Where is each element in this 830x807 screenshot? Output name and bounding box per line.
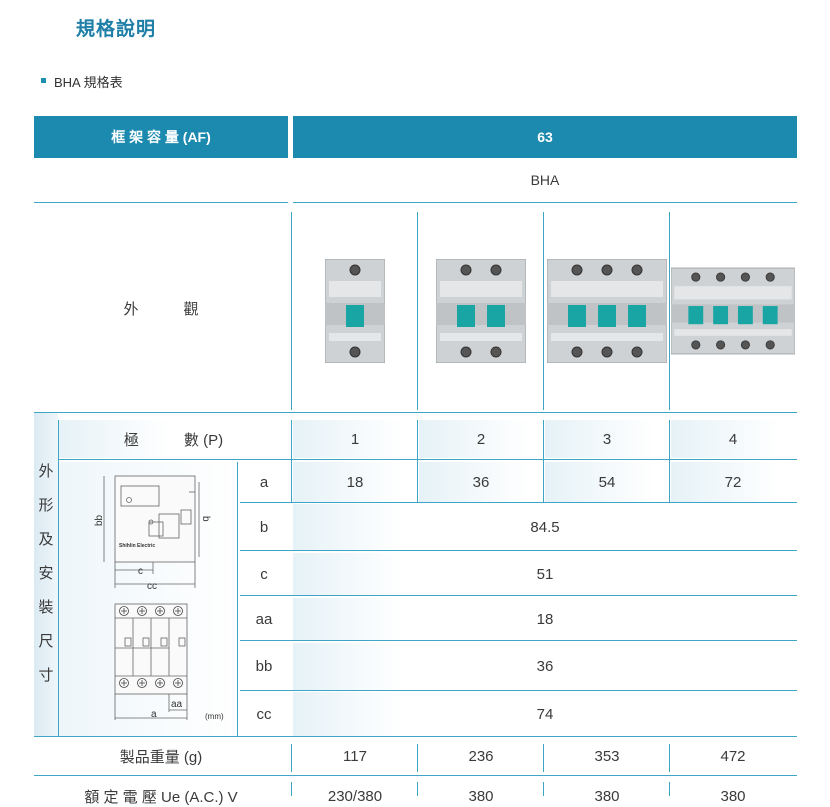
- dimension-aa-value: 18: [293, 598, 797, 640]
- row-divider: [59, 459, 797, 460]
- poles-value: 4: [671, 420, 795, 458]
- voltage-value: 380: [594, 787, 620, 805]
- weight-value: 117: [343, 747, 367, 765]
- dimension-a-value: 72: [671, 462, 795, 502]
- diagram-bb-label: bb: [94, 514, 105, 526]
- row-divider: [293, 202, 797, 203]
- row-divider: [240, 550, 797, 551]
- dimension-c-label: c: [260, 565, 268, 583]
- poles-value: 3: [545, 420, 669, 458]
- weight-value: 353: [594, 747, 620, 765]
- dimensions-label-char: 尺: [38, 633, 54, 650]
- dimension-aa-label: aa: [255, 610, 273, 628]
- weight-value: 472: [720, 747, 746, 765]
- dimension-b-value: 84.5: [293, 504, 797, 550]
- voltage-value: 380: [720, 787, 746, 805]
- row-divider: [34, 412, 797, 413]
- weight-value: 236: [468, 747, 494, 765]
- dimension-a-value: 36: [419, 462, 543, 502]
- diagram-unit: (mm): [205, 712, 224, 721]
- breaker-3p-image: [545, 212, 669, 410]
- column-divider: [58, 420, 59, 736]
- breaker-1p-image: [293, 212, 417, 410]
- column-divider: [543, 744, 544, 772]
- dimensions-label-char: 寸: [38, 667, 54, 684]
- dimension-diagram: Shihlin Electric bb b c cc: [59, 462, 237, 736]
- frame-capacity-header: 框 架 容 量 (AF): [34, 116, 288, 158]
- column-divider: [291, 782, 292, 796]
- column-divider: [291, 212, 292, 410]
- column-divider: [543, 212, 544, 410]
- column-divider: [543, 420, 544, 502]
- diagram-brand: Shihlin Electric: [119, 543, 155, 549]
- weight-label: 製品重量 (g): [119, 748, 203, 766]
- table-subtitle: BHA 規格表: [54, 75, 123, 90]
- dimension-c-value: 51: [293, 553, 797, 595]
- row-divider: [240, 690, 797, 691]
- column-divider: [291, 744, 292, 772]
- poles-label: 極 數 (P): [59, 420, 288, 458]
- row-divider: [240, 502, 797, 503]
- dimensions-label-char: 形: [38, 497, 54, 514]
- frame-capacity-value: 63: [293, 116, 797, 158]
- column-divider: [543, 782, 544, 796]
- row-divider: [240, 640, 797, 641]
- column-divider: [237, 462, 238, 736]
- diagram-a-label: a: [151, 709, 157, 720]
- diagram-cc-label: cc: [147, 581, 157, 592]
- dimension-a-value: 18: [293, 462, 417, 502]
- row-divider: [34, 202, 288, 203]
- diagram-b-label: b: [200, 516, 211, 522]
- dimensions-label-char: 裝: [38, 599, 54, 616]
- bullet-icon: [41, 78, 46, 83]
- column-divider: [417, 212, 418, 410]
- dimension-b-label: b: [259, 518, 269, 536]
- column-divider: [417, 782, 418, 796]
- dimensions-label-char: 安: [38, 565, 54, 582]
- breaker-2p-image: [419, 212, 543, 410]
- voltage-label: 額 定 電 壓 Ue (A.C.) V: [84, 788, 238, 806]
- poles-value: 2: [419, 420, 543, 458]
- column-divider: [417, 744, 418, 772]
- dimension-a-label: a: [259, 473, 269, 491]
- dimensions-label-char: 外: [38, 463, 54, 480]
- dimension-cc-value: 74: [293, 692, 797, 736]
- dimension-bb-value: 36: [293, 643, 797, 690]
- dimensions-label-char: 及: [38, 531, 54, 548]
- voltage-value: 380: [468, 787, 494, 805]
- page-title: 規格說明: [76, 19, 157, 40]
- appearance-label: 外 觀: [123, 300, 199, 318]
- column-divider: [291, 420, 292, 502]
- row-divider: [34, 775, 797, 776]
- dimension-a-value: 54: [545, 462, 669, 502]
- breaker-4p-image: [671, 212, 795, 410]
- diagram-aa-label: aa: [171, 699, 183, 710]
- dimensions-side-band: [34, 413, 58, 736]
- column-divider: [669, 420, 670, 502]
- row-divider: [34, 736, 797, 737]
- row-divider: [240, 595, 797, 596]
- dimension-cc-label: cc: [256, 705, 272, 723]
- column-divider: [669, 212, 670, 410]
- column-divider: [669, 782, 670, 796]
- voltage-value: 230/380: [327, 787, 383, 805]
- dimensions-label: 外形及安裝尺寸: [34, 455, 58, 693]
- column-divider: [669, 744, 670, 772]
- dimension-bb-label: bb: [255, 658, 273, 675]
- diagram-c-label: c: [138, 566, 143, 577]
- column-divider: [417, 420, 418, 502]
- breaker-dimension-drawing: Shihlin Electric bb b c cc: [94, 475, 224, 721]
- series-name: BHA: [530, 172, 560, 188]
- poles-value: 1: [293, 420, 417, 458]
